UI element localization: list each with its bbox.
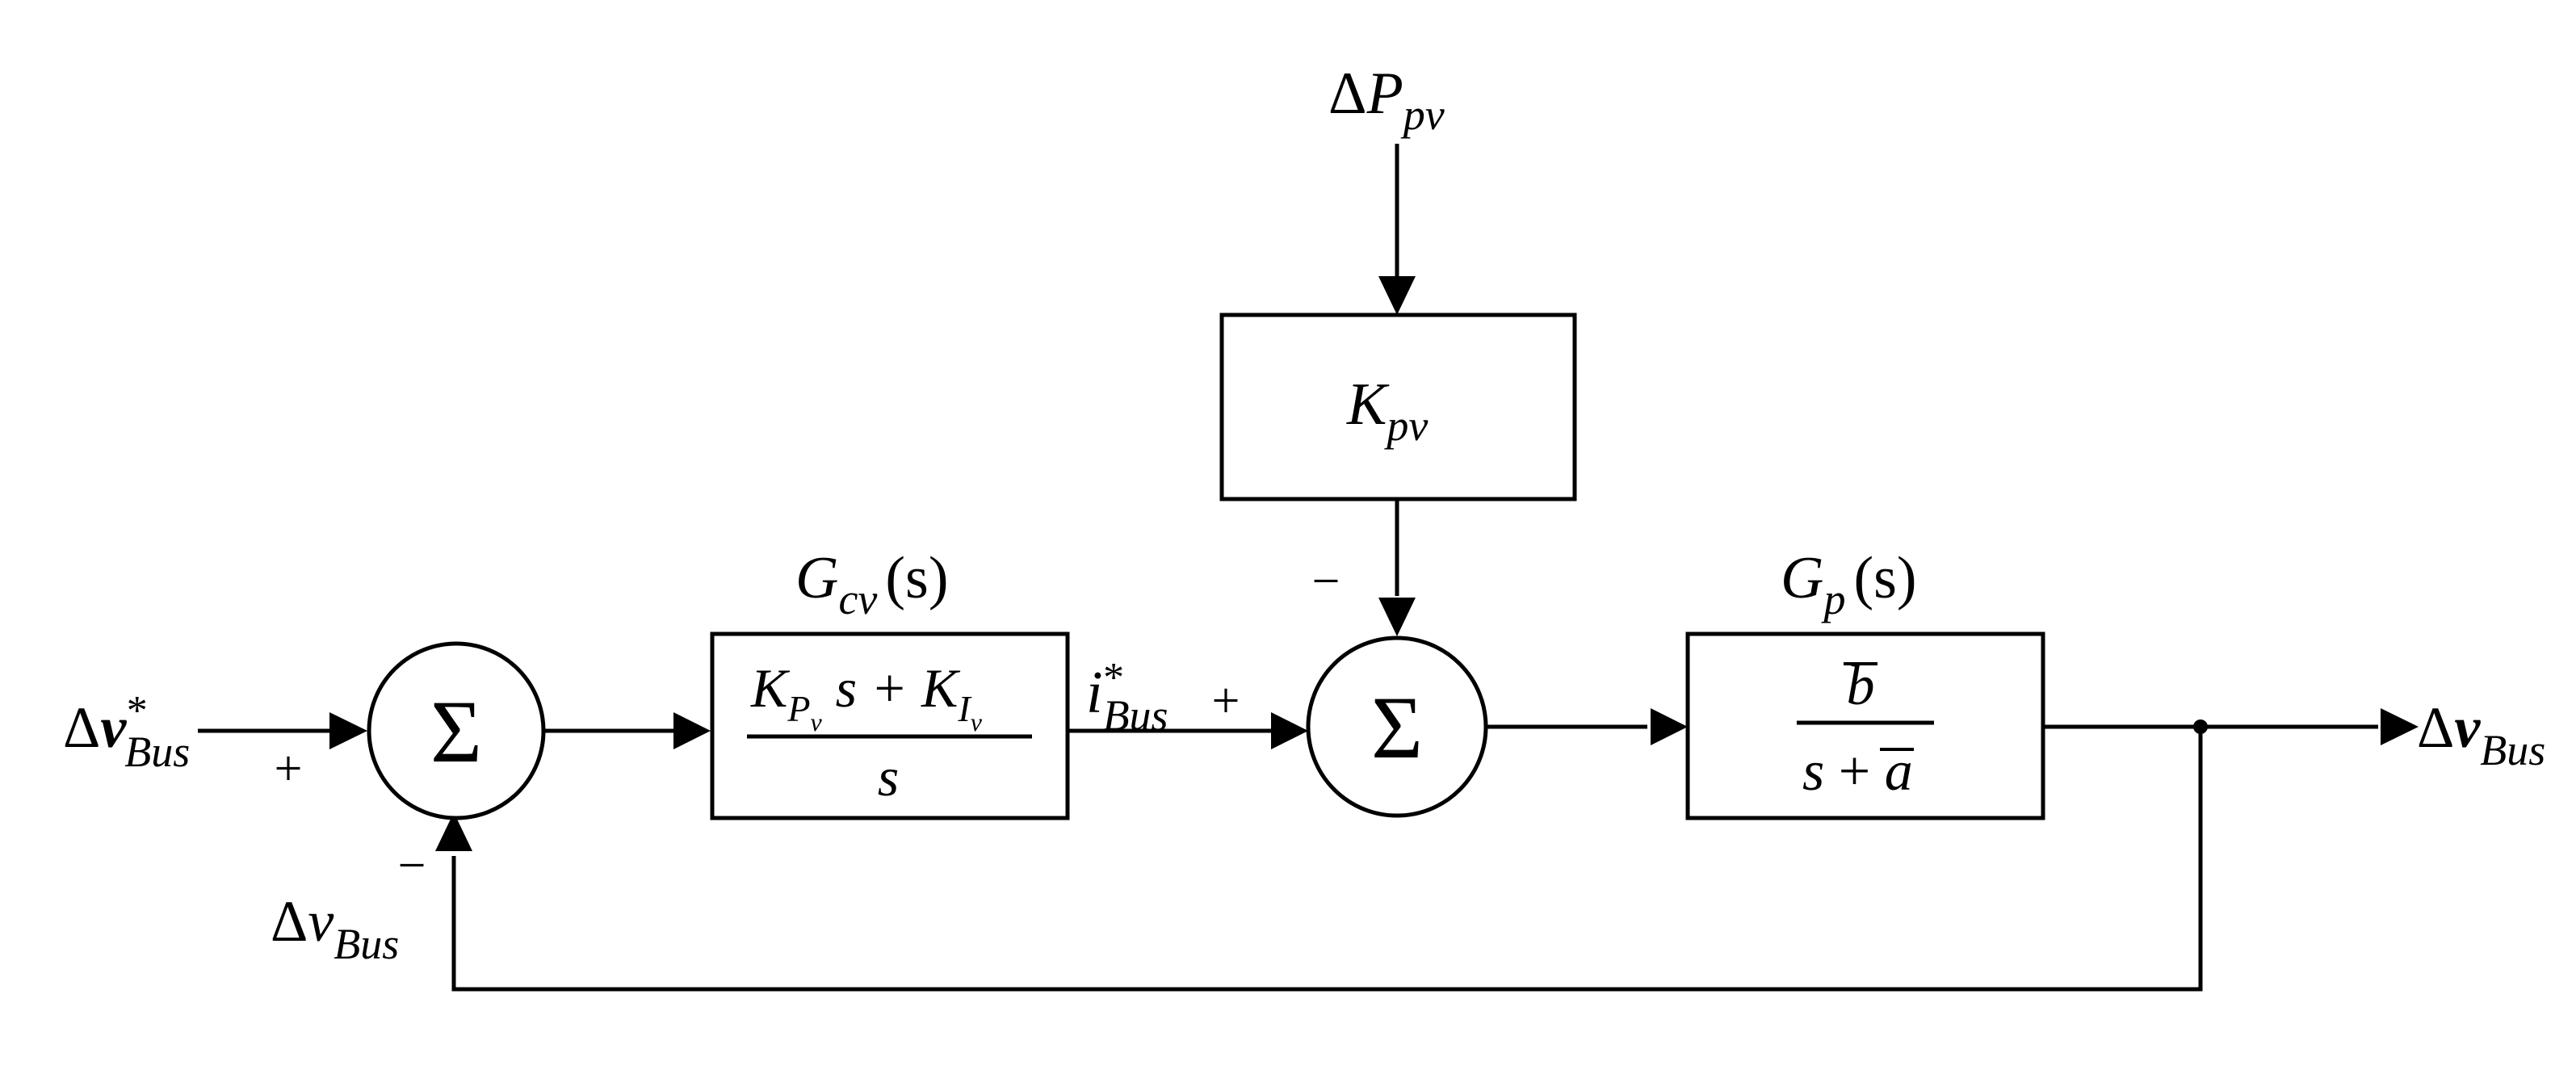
sum2-plus-sign: + xyxy=(1212,673,1240,728)
gain-block-label: Kpv xyxy=(1346,371,1428,450)
sigma-symbol-2: Σ xyxy=(1371,678,1423,777)
sum2-minus-sign: − xyxy=(1312,554,1340,609)
arrowhead-output xyxy=(2381,708,2419,745)
arrowhead-into-plant xyxy=(1651,708,1688,745)
disturbance-input-label: ΔPpv xyxy=(1328,61,1445,139)
controller-denominator: s xyxy=(878,746,899,808)
summer-circle-1 xyxy=(367,641,546,820)
sigma-symbol-1: Σ xyxy=(430,682,482,781)
branch-point xyxy=(2193,719,2208,734)
arrowhead-into-sum1 xyxy=(329,712,367,749)
arrowhead-gain-to-sum2 xyxy=(1378,598,1416,636)
sum1-minus-sign: − xyxy=(398,838,426,893)
summing-junction-2: Σ xyxy=(1306,636,1488,818)
wire-feedback-loop xyxy=(451,727,2203,992)
gain-block xyxy=(1219,313,1577,501)
plant-numerator: b xyxy=(1847,655,1875,717)
summing-junction-1: Σ xyxy=(367,641,546,820)
plant-name-label: Gp(s) xyxy=(1781,545,1917,623)
summer-circle-2 xyxy=(1306,636,1488,818)
reference-input-label: Δv*Bus xyxy=(63,688,190,776)
current-reference-label: i*Bus xyxy=(1086,655,1168,740)
arrowhead-feedback-into-sum1 xyxy=(435,812,472,851)
signal-wires xyxy=(198,144,2378,992)
output-signal-label: ΔvBus xyxy=(2417,695,2545,774)
controller-numerator: KPv s + KIv xyxy=(750,657,983,736)
arrowheads xyxy=(329,276,2419,851)
arrowhead-into-sum2 xyxy=(1271,712,1308,749)
controller-block xyxy=(710,631,1070,820)
sum1-plus-sign: + xyxy=(275,741,303,796)
plant-denominator: s + a xyxy=(1802,740,1913,803)
controller-name-label: Gcv(s) xyxy=(795,545,948,623)
arrowhead-into-controller xyxy=(673,712,711,749)
feedback-signal-label: ΔvBus xyxy=(271,889,399,968)
arrowhead-into-gain xyxy=(1378,276,1416,315)
